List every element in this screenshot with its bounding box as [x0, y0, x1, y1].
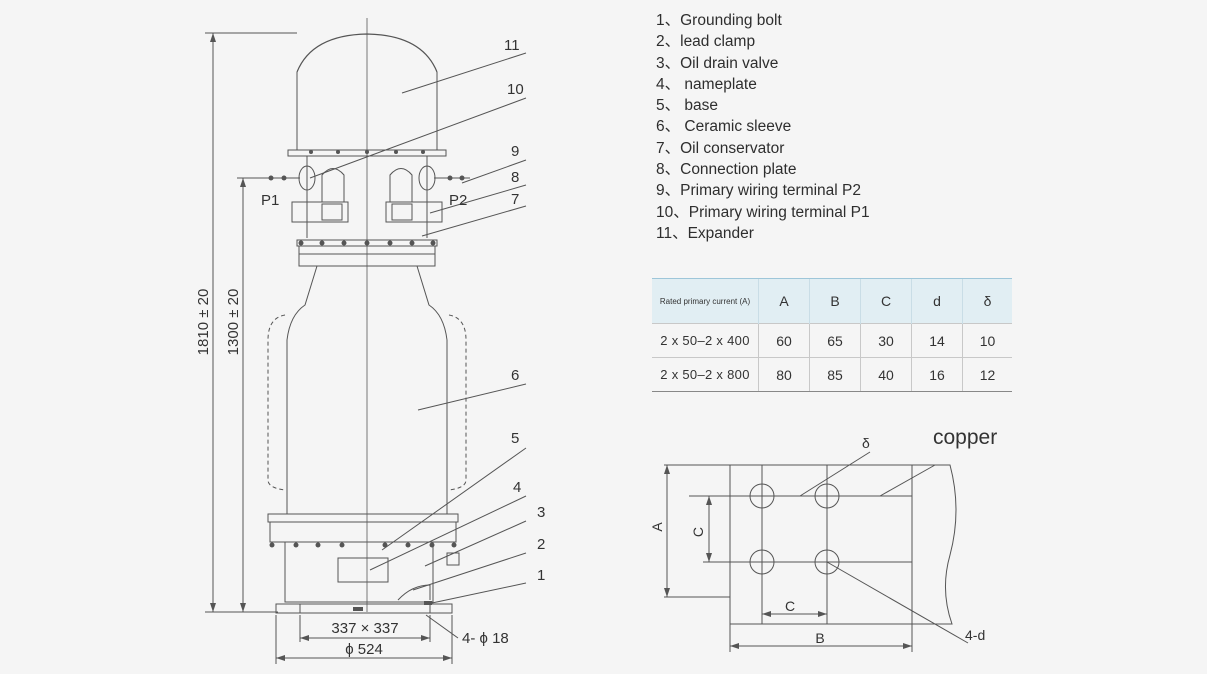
legend-item: 5、 base: [656, 97, 719, 115]
table-cell: 65: [809, 323, 861, 358]
table-cell: 16: [911, 357, 963, 392]
legend-item: 9、Primary wiring terminal P2: [656, 182, 861, 200]
table-row: 2 x 50–2 x 400 60 65 30 14 10: [652, 323, 1012, 358]
dimension-table: Rated primary current (A) A B C d δ 2 x …: [652, 278, 1012, 392]
legend-item: 10、Primary wiring terminal P1: [656, 203, 870, 221]
callout-8: 8: [511, 169, 519, 186]
callout-1: 1: [537, 567, 545, 584]
detail-dim-b: B: [815, 630, 824, 646]
legend-item: 8、Connection plate: [656, 161, 797, 179]
legend-item: 1、Grounding bolt: [656, 12, 782, 29]
table-cell: 14: [911, 323, 963, 358]
callout-6: 6: [511, 367, 519, 384]
callout-9: 9: [511, 143, 519, 160]
table-cell: 30: [860, 323, 912, 358]
terminal-p2-label: P2: [449, 192, 467, 209]
parts-legend: 1、Grounding bolt 2、lead clamp 3、Oil drai…: [656, 10, 870, 244]
col-header-current: Rated primary current (A): [652, 278, 759, 324]
dim-base-square: 337 × 337: [331, 620, 398, 637]
dim-base-diameter: ϕ 524: [345, 641, 383, 658]
col-header-b: B: [809, 278, 861, 324]
table-cell: 85: [809, 357, 861, 392]
callout-2: 2: [537, 536, 545, 553]
table-cell: 80: [758, 357, 810, 392]
callout-11: 11: [504, 37, 520, 54]
table-cell: 60: [758, 323, 810, 358]
table-cell: 10: [962, 323, 1012, 358]
callout-3: 3: [537, 504, 545, 521]
legend-item: 4、 nameplate: [656, 75, 757, 93]
detail-holes: 4-d: [965, 627, 985, 643]
col-header-a: A: [758, 278, 810, 324]
legend-item: 11、Expander: [656, 224, 754, 242]
dim-total-height: 1810 ± 20: [195, 289, 212, 356]
detail-dim-c-vertical: C: [690, 527, 706, 537]
copper-label: copper: [933, 426, 998, 449]
legend-item: 2、lead clamp: [656, 33, 756, 51]
legend-item: 3、Oil drain valve: [656, 54, 779, 72]
table-cell: 12: [962, 357, 1012, 392]
callout-10: 10: [507, 81, 524, 98]
callout-4: 4: [513, 479, 521, 496]
legend-item: 7、Oil conservator: [656, 139, 785, 157]
table-cell: 2 x 50–2 x 800: [652, 357, 759, 392]
dim-holes: 4- ϕ 18: [462, 630, 509, 647]
detail-delta: δ: [862, 435, 870, 451]
table-header-row: Rated primary current (A) A B C d δ: [652, 278, 1012, 324]
terminal-p1-label: P1: [261, 192, 279, 209]
table-row: 2 x 50–2 x 800 80 85 40 16 12: [652, 357, 1012, 392]
callout-7: 7: [511, 191, 519, 208]
legend-item: 6、 Ceramic sleeve: [656, 118, 792, 136]
table-cell: 40: [860, 357, 912, 392]
col-header-delta: δ: [962, 278, 1012, 324]
col-header-c: C: [860, 278, 912, 324]
col-header-d: d: [911, 278, 963, 324]
detail-dim-c-horizontal: C: [785, 598, 795, 614]
detail-dim-a: A: [649, 522, 665, 532]
callout-5: 5: [511, 430, 519, 447]
table-cell: 2 x 50–2 x 400: [652, 323, 759, 358]
dim-center-height: 1300 ± 20: [225, 289, 242, 356]
